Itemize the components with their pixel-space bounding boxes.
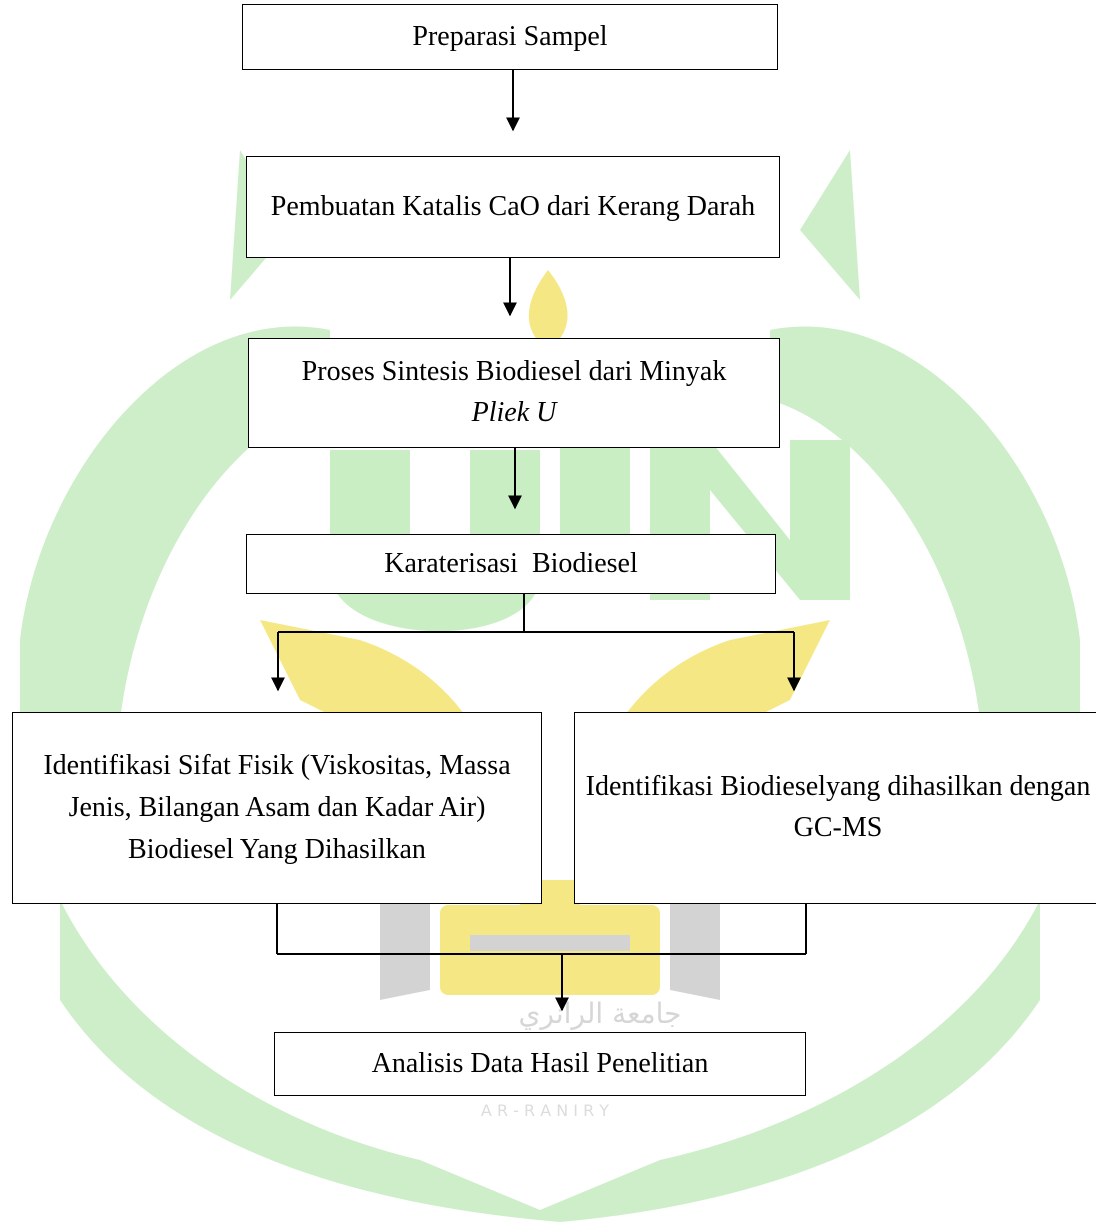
- node-physical-properties: Identifikasi Sifat Fisik (Viskositas, Ma…: [12, 712, 542, 904]
- watermark-latin: A R - R A N I R Y: [481, 1101, 609, 1120]
- node-sample-preparation: Preparasi Sampel: [242, 4, 778, 70]
- node-label: Identifikasi Biodieselyang dihasilkan de…: [585, 771, 1091, 843]
- node-biodiesel-synthesis: Proses Sintesis Biodiesel dari Minyak Pl…: [248, 338, 780, 448]
- node-gcms-identification: Identifikasi Biodieselyang dihasilkan de…: [574, 712, 1096, 904]
- node-data-analysis: Analisis Data Hasil Penelitian: [274, 1032, 806, 1096]
- grey-shape: [380, 880, 720, 1000]
- watermark-arabic: جامعة الرانري: [519, 997, 682, 1030]
- node-label-line1: Proses Sintesis Biodiesel dari Minyak: [301, 356, 727, 388]
- node-label: Identifikasi Sifat Fisik (Viskositas, Ma…: [43, 750, 511, 865]
- node-label: Preparasi Sampel: [412, 20, 608, 52]
- node-label: Analisis Data Hasil Penelitian: [371, 1047, 709, 1079]
- node-label: Proses Sintesis Biodiesel dari Minyak Pl…: [302, 352, 727, 433]
- node-label-italic: Pliek U: [471, 397, 557, 428]
- node-label: Pembuatan Katalis CaO dari Kerang Darah: [270, 190, 756, 222]
- node-characterization: Karaterisasi Biodiesel: [246, 534, 776, 594]
- node-label: Karaterisasi Biodiesel: [384, 547, 638, 579]
- node-catalyst-preparation: Pembuatan Katalis CaO dari Kerang Darah: [246, 156, 780, 258]
